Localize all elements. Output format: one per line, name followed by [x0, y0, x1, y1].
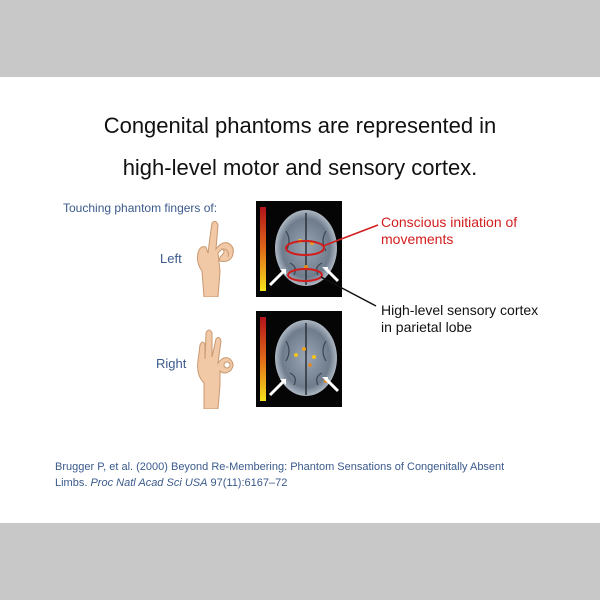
touching-label: Touching phantom fingers of:: [63, 201, 218, 215]
citation: Brugger P, et al. (2000) Beyond Re-Membe…: [55, 461, 505, 489]
parietal-connector: [320, 276, 377, 307]
slide-title-line-1: Congenital phantoms are represented in: [103, 113, 497, 138]
right-label: Right: [156, 356, 187, 371]
annotation-conscious-initiation: Conscious initiation of movements: [381, 214, 518, 247]
right-hand-ok-gesture-image: [197, 329, 234, 409]
left-label: Left: [160, 251, 182, 266]
parietal-cortex-highlight-ellipse: [287, 268, 323, 282]
left-hand-ok-gesture-image: [197, 220, 234, 297]
annotation-high-level-sensory: High-level sensory cortex in parietal lo…: [381, 302, 539, 335]
motor-cortex-highlight-ellipse: [285, 240, 325, 256]
slide-title-line-2: high-level motor and sensory cortex.: [122, 155, 478, 180]
brain-scan-right-touch: [256, 311, 342, 407]
conscious-initiation-connector: [322, 224, 379, 247]
citation-journal: Proc Natl Acad Sci USA: [90, 477, 208, 489]
slide: Congenital phantoms are represented in h…: [0, 77, 600, 523]
annotation-overlay: [285, 224, 379, 307]
